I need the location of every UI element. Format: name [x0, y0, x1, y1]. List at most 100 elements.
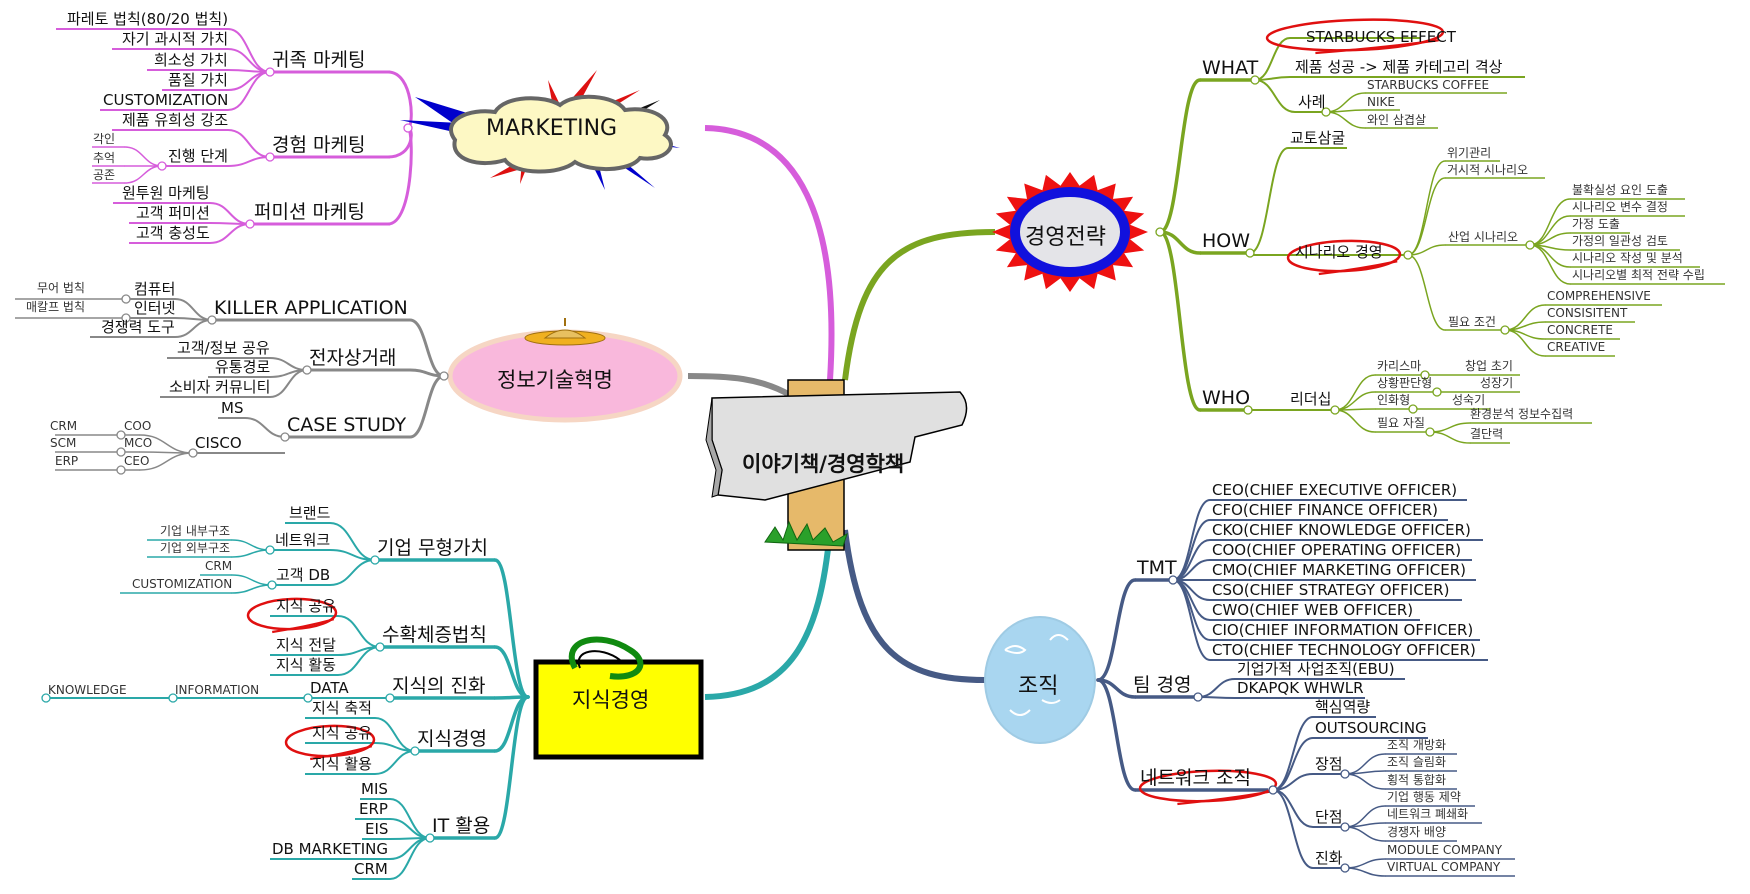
leaf-label[interactable]: 횡적 통합화: [1387, 773, 1447, 787]
leaf-label[interactable]: 지식 공유: [276, 597, 336, 615]
group-label[interactable]: TMT: [1137, 557, 1177, 579]
leaf-label[interactable]: 성장기: [1480, 376, 1514, 390]
sub-label[interactable]: 장점: [1315, 755, 1343, 773]
leaf-label[interactable]: 환경분석 정보수집력: [1470, 407, 1574, 421]
group-label[interactable]: HOW: [1202, 230, 1251, 252]
leaf-label[interactable]: 브랜드: [289, 504, 331, 522]
leaf-label[interactable]: 기업 외부구조: [160, 541, 231, 555]
leaf-label[interactable]: 제품 성공 -> 제품 카테고리 격상: [1295, 58, 1503, 76]
group-label[interactable]: 수확체증법칙: [382, 624, 487, 646]
leaf-label[interactable]: 기업 행동 제약: [1387, 790, 1461, 804]
leaf-label[interactable]: 유통경로: [215, 358, 271, 376]
sub-label[interactable]: 산업 시나리오: [1448, 230, 1519, 244]
leaf-label[interactable]: 자기 과시적 가치: [122, 30, 229, 48]
leaf-label[interactable]: MCO: [124, 436, 153, 450]
leaf-label[interactable]: CWO(CHIEF WEB OFFICER): [1212, 601, 1414, 619]
leaf-label[interactable]: 시나리오별 최적 전략 수립: [1572, 268, 1705, 282]
group-label[interactable]: WHO: [1202, 387, 1251, 409]
leaf-label[interactable]: 지식 전달: [276, 636, 336, 654]
leaf-label[interactable]: 공존: [93, 168, 116, 182]
sub-label[interactable]: 진행 단계: [168, 147, 228, 165]
leaf-label[interactable]: CEO(CHIEF EXECUTIVE OFFICER): [1212, 481, 1458, 499]
leaf-label[interactable]: CFO(CHIEF FINANCE OFFICER): [1212, 501, 1438, 519]
sub-label[interactable]: 리더십: [1290, 390, 1332, 408]
leaf-label[interactable]: 위기관리: [1447, 146, 1492, 160]
leaf-label[interactable]: CSO(CHIEF STRATEGY OFFICER): [1212, 581, 1450, 599]
group-label[interactable]: WHAT: [1202, 57, 1259, 79]
central-topic-label[interactable]: 이야기책/경영학책: [742, 452, 905, 476]
leaf-label[interactable]: CRM: [354, 860, 388, 878]
leaf-label[interactable]: 와인 삼겹살: [1367, 113, 1427, 127]
leaf-label[interactable]: 결단력: [1470, 427, 1504, 441]
sub-label[interactable]: 시나리오 경영: [1295, 243, 1383, 261]
group-label[interactable]: 퍼미션 마케팅: [254, 201, 365, 223]
leaf-label[interactable]: 인터넷: [134, 299, 176, 317]
leaf-label[interactable]: 불확실성 요인 도출: [1572, 183, 1668, 197]
marketing-node-label[interactable]: MARKETING: [486, 116, 618, 141]
group-label[interactable]: KILLER APPLICATION: [214, 297, 408, 319]
leaf-label[interactable]: 추억: [93, 151, 116, 165]
leaf-label[interactable]: CONCRETE: [1547, 323, 1614, 337]
leaf-label[interactable]: CRM: [50, 419, 78, 433]
leaf-label[interactable]: CKO(CHIEF KNOWLEDGE OFFICER): [1212, 521, 1471, 539]
leaf-label[interactable]: 원투원 마케팅: [122, 184, 210, 202]
leaf-label[interactable]: 인화형: [1377, 393, 1411, 407]
group-label[interactable]: 네트워크 조직: [1140, 767, 1251, 789]
leaf-label[interactable]: 상황판단형: [1377, 376, 1433, 390]
leaf-label[interactable]: 각인: [93, 132, 116, 146]
leaf-label[interactable]: COO: [124, 419, 152, 433]
sub-label[interactable]: 필요 조건: [1448, 315, 1496, 329]
leaf-label[interactable]: 고객 퍼미션: [136, 204, 210, 222]
leaf-label[interactable]: 시나리오 변수 결정: [1572, 200, 1668, 214]
leaf-label[interactable]: ERP: [359, 800, 388, 818]
leaf-label[interactable]: 가정 도출: [1572, 217, 1620, 231]
leaf-label[interactable]: MODULE COMPANY: [1387, 843, 1503, 857]
leaf-label[interactable]: 품질 가치: [168, 71, 228, 89]
chain-label[interactable]: DATA: [310, 679, 349, 697]
leaf-label[interactable]: 경쟁력 도구: [101, 318, 175, 336]
chain-label[interactable]: KNOWLEDGE: [48, 683, 127, 697]
leaf-label[interactable]: STARBUCKS EFFECT: [1306, 28, 1456, 46]
leaf-label[interactable]: 교토삼굴: [1290, 129, 1346, 147]
knowledge-node-label[interactable]: 지식경영: [572, 688, 650, 712]
strategy-node-label[interactable]: 경영전략: [1025, 225, 1106, 250]
leaf-label[interactable]: 경쟁자 배양: [1387, 825, 1447, 839]
group-label[interactable]: 기업 무형가치: [377, 537, 488, 559]
leaf-label[interactable]: 네트워크 폐쇄화: [1387, 807, 1469, 821]
group-label[interactable]: IT 활용: [432, 815, 491, 837]
leaf-label[interactable]: 카리스마: [1377, 359, 1422, 373]
leaf-label[interactable]: MS: [221, 399, 244, 417]
leaf-label[interactable]: 고객/정보 공유: [177, 339, 270, 357]
chain-label[interactable]: INFORMATION: [175, 683, 260, 697]
sub-label[interactable]: 사례: [1298, 93, 1326, 111]
leaf-label[interactable]: 성숙기: [1452, 393, 1486, 407]
leaf-label[interactable]: 지식 활동: [276, 656, 336, 674]
leaf-label[interactable]: CUSTOMIZATION: [103, 91, 229, 109]
leaf-label[interactable]: MIS: [361, 780, 388, 798]
leaf-label[interactable]: STARBUCKS COFFEE: [1367, 78, 1490, 92]
leaf-label[interactable]: VIRTUAL COMPANY: [1387, 860, 1501, 874]
leaf-label[interactable]: CUSTOMIZATION: [132, 577, 233, 591]
leaf-label[interactable]: CTO(CHIEF TECHNOLOGY OFFICER): [1212, 641, 1476, 659]
leaf-label[interactable]: 기업가적 사업조직(EBU): [1237, 660, 1395, 678]
leaf-label[interactable]: COMPREHENSIVE: [1547, 289, 1651, 303]
leaf-label[interactable]: 매칼프 법칙: [26, 300, 86, 314]
org-node-label[interactable]: 조직: [1018, 674, 1059, 699]
leaf-label[interactable]: 고객 충성도: [136, 224, 210, 242]
leaf-label[interactable]: NIKE: [1367, 95, 1395, 109]
leaf-label[interactable]: 기업 내부구조: [160, 524, 231, 538]
leaf-label[interactable]: CREATIVE: [1547, 340, 1606, 354]
leaf-label[interactable]: 제품 유희성 강조: [122, 111, 229, 129]
leaf-label[interactable]: OUTSOURCING: [1315, 719, 1427, 737]
group-label[interactable]: 전자상거래: [309, 347, 397, 369]
leaf-label[interactable]: 지식 활용: [312, 755, 372, 773]
leaf-label[interactable]: 지식 축적: [312, 699, 372, 717]
leaf-label[interactable]: 시나리오 작성 및 분석: [1572, 251, 1683, 265]
it-revolution-label[interactable]: 정보기술혁명: [497, 368, 613, 392]
group-label[interactable]: 지식의 진화: [392, 675, 486, 697]
leaf-label[interactable]: 가정의 일관성 검토: [1572, 234, 1668, 248]
leaf-label[interactable]: 파레토 법칙(80/20 법칙): [67, 10, 229, 28]
sub-label[interactable]: 필요 자질: [1377, 416, 1425, 430]
sub-label[interactable]: 단점: [1315, 808, 1343, 826]
leaf-label[interactable]: 소비자 커뮤니티: [169, 378, 271, 396]
